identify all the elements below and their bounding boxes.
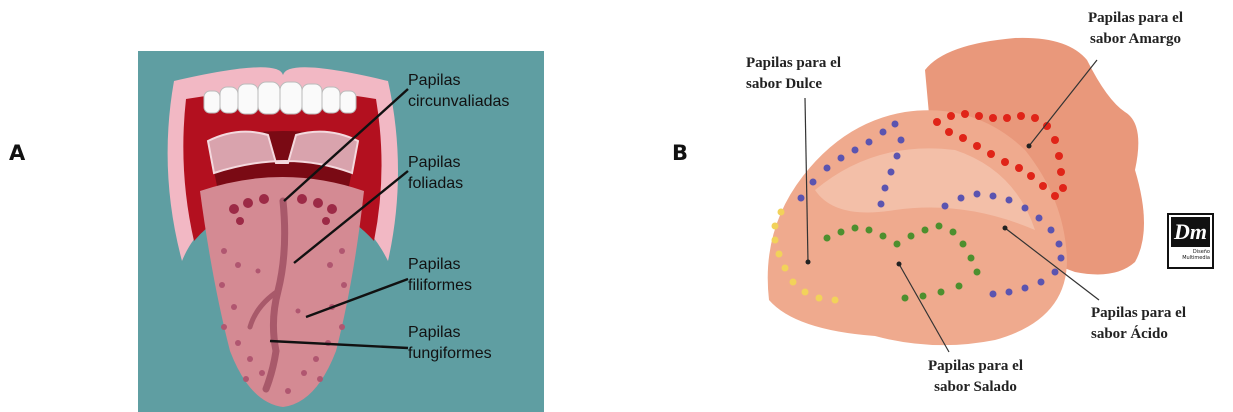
panel-a-letter: A: [9, 141, 25, 165]
logo-mark: Dm: [1171, 217, 1210, 247]
panel-b-letter: B: [672, 141, 688, 165]
